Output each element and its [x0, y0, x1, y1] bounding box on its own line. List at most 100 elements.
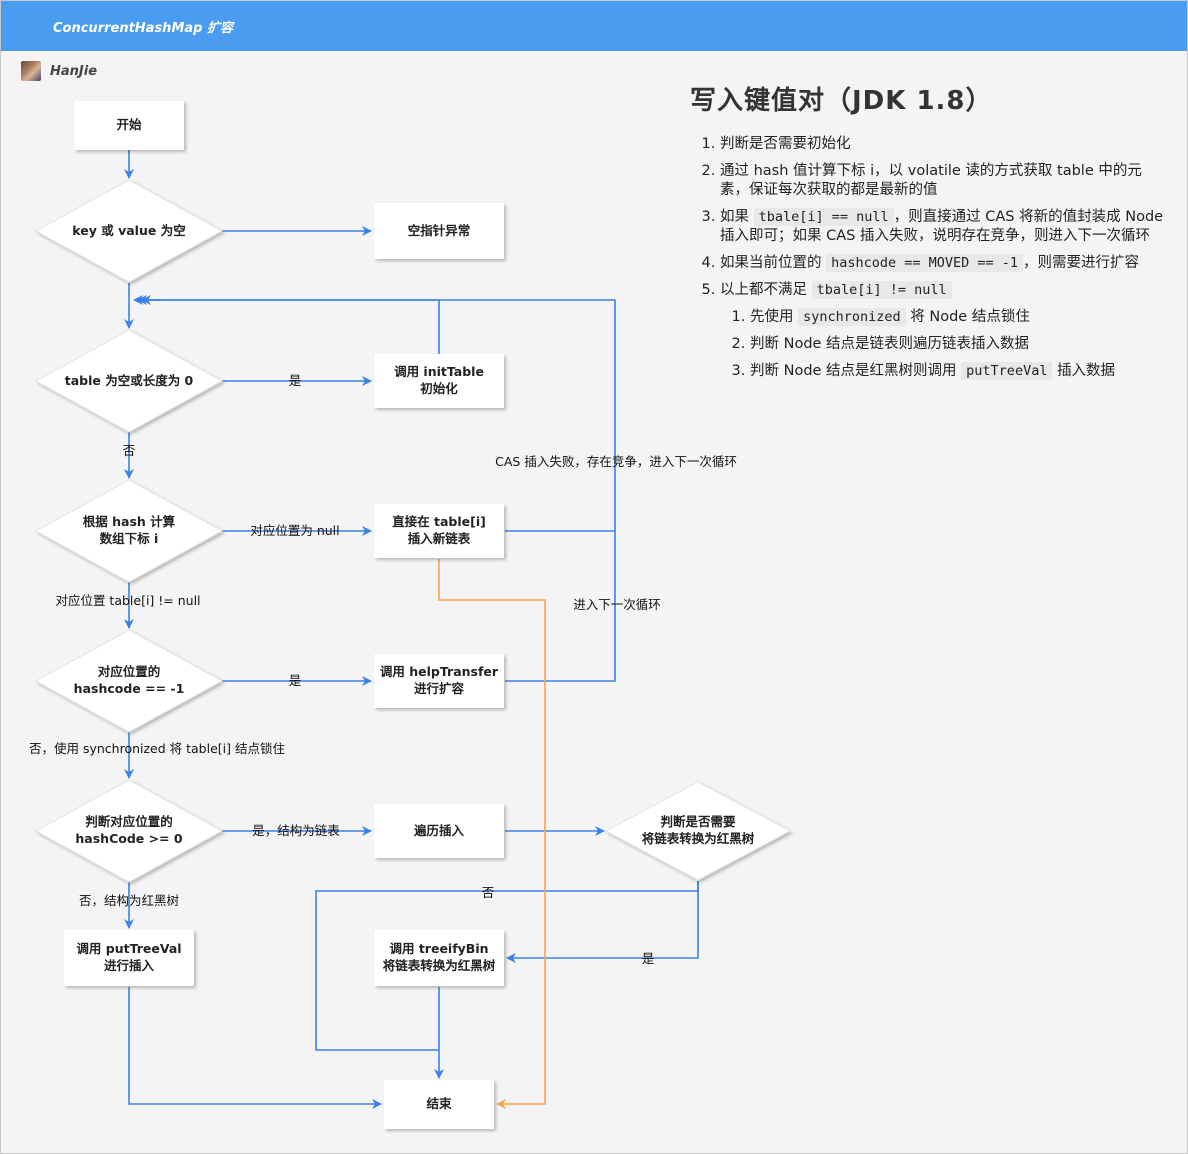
node-calc-index-label-1: 根据 hash 计算 [83, 514, 176, 529]
edge-loop-back-cas [137, 295, 616, 532]
node-insert-new-label-2: 插入新链表 [408, 531, 471, 546]
node-cond-hash-shape [34, 779, 224, 883]
note-step-4-text-a: 如果当前位置的 [720, 255, 822, 271]
label-cas-fail: CAS 插入失败，存在竞争，进入下一次循环 [495, 454, 737, 469]
node-start[interactable]: 开始 [74, 101, 184, 150]
node-help-transfer[interactable]: 调用 helpTransfer 进行扩容 [374, 654, 504, 708]
node-start-label: 开始 [116, 117, 142, 132]
node-start-shape [74, 101, 184, 150]
note-step-1: 判断是否需要初始化 [720, 135, 1170, 154]
node-cond-hash[interactable]: 判断对应位置的 hashCode >= 0 [34, 779, 224, 883]
node-insert-new-label-1: 直接在 table[i] [392, 514, 486, 529]
author-info: HanJie [21, 61, 97, 81]
note-step-2: 通过 hash 值计算下标 i，以 volatile 读的方式获取 table … [720, 162, 1170, 200]
edge-put-tree-to-end [128, 987, 382, 1109]
node-cond-hash-label-2: hashCode >= 0 [75, 831, 183, 846]
node-cond-treeify-label-1: 判断是否需要 [660, 814, 736, 829]
edge-loop-back-init [133, 295, 440, 354]
edge-labels: 是 否 对应位置为 null CAS 插入失败，存在竞争，进入下一次循环 对应位… [29, 373, 737, 966]
label-yes-moved: 是 [289, 673, 302, 688]
note-step-5-3: 判断 Node 结点是红黑树则调用 putTreeVal 插入数据 [750, 362, 1170, 381]
node-traverse-insert-shape [374, 804, 504, 858]
note-step-5-3-text-b: 插入数据 [1057, 363, 1116, 379]
note-step-5: 以上都不满足 tbale[i] != null 先使用 synchronized… [720, 281, 1170, 381]
note-step-5-substeps: 先使用 synchronized 将 Node 结点锁住 判断 Node 结点是… [720, 308, 1170, 381]
note-step-4-text-b: ，则需要进行扩容 [1023, 255, 1140, 271]
label-not-null-slot: 对应位置 table[i] != null [55, 593, 200, 608]
note-step-5-1-code: synchronized [798, 308, 906, 326]
note-step-4: 如果当前位置的 hashcode == MOVED == -1，则需要进行扩容 [720, 254, 1170, 273]
node-cond-moved-label-2: hashcode == -1 [74, 681, 185, 696]
node-put-tree-val-label-1: 调用 putTreeVal [76, 941, 181, 956]
edges [124, 150, 699, 1109]
author-name: HanJie [50, 63, 98, 79]
node-cond-treeify-label-2: 将链表转换为红黑树 [642, 831, 755, 846]
node-init-table-shape [374, 354, 504, 408]
notes-steps: 判断是否需要初始化 通过 hash 值计算下标 i，以 volatile 读的方… [690, 135, 1170, 381]
node-npe-label: 空指针异常 [408, 223, 471, 238]
node-help-transfer-shape [374, 654, 504, 708]
label-yes-list: 是，结构为链表 [252, 823, 340, 838]
node-end-label: 结束 [426, 1096, 452, 1111]
node-cond-table-empty-label: table 为空或长度为 0 [65, 373, 194, 388]
node-npe[interactable]: 空指针异常 [374, 203, 504, 259]
note-step-5-1: 先使用 synchronized 将 Node 结点锁住 [750, 308, 1170, 327]
node-cond-null-label: key 或 value 为空 [72, 223, 185, 238]
node-cond-table-empty-shape [34, 329, 224, 433]
node-traverse-insert-label: 遍历插入 [413, 823, 465, 838]
note-step-3: 如果 tbale[i] == null，则直接通过 CAS 将新的值封装成 No… [720, 208, 1170, 246]
note-step-1-text: 判断是否需要初始化 [720, 136, 851, 152]
node-insert-new-shape [374, 504, 504, 558]
note-step-5-3-text-a: 判断 Node 结点是红黑树则调用 [750, 363, 957, 379]
node-end-shape [384, 1080, 494, 1129]
node-cond-moved-shape [34, 629, 224, 733]
avatar [21, 61, 41, 81]
edge-insert-new-to-end [438, 559, 546, 1109]
note-step-5-1-text-a: 先使用 [750, 309, 794, 325]
node-help-transfer-label-1: 调用 helpTransfer [380, 664, 499, 679]
label-next-loop: 进入下一次循环 [573, 597, 661, 612]
notes-panel: 写入键值对（JDK 1.8） 判断是否需要初始化 通过 hash 值计算下标 i… [690, 80, 1170, 389]
label-null-slot: 对应位置为 null [250, 523, 339, 538]
node-cond-table-empty[interactable]: table 为空或长度为 0 [34, 329, 224, 433]
label-no-init: 否 [123, 443, 136, 458]
node-cond-null-shape [34, 179, 224, 283]
node-calc-index-label-2: 数组下标 i [99, 531, 159, 546]
node-treeify-bin[interactable]: 调用 treeifyBin 将链表转换为红黑树 [374, 930, 504, 986]
node-cond-moved[interactable]: 对应位置的 hashcode == -1 [34, 629, 224, 733]
node-traverse-insert[interactable]: 遍历插入 [374, 804, 504, 858]
label-yes-init: 是 [289, 373, 302, 388]
note-step-5-2: 判断 Node 结点是链表则遍历链表插入数据 [750, 335, 1170, 354]
label-yes-treeify: 是 [642, 951, 655, 966]
note-step-5-code: tbale[i] != null [811, 281, 952, 299]
note-step-5-text: 以上都不满足 [720, 282, 807, 298]
node-cond-null[interactable]: key 或 value 为空 [34, 179, 224, 283]
node-end[interactable]: 结束 [384, 1080, 494, 1129]
label-no-tree: 否，结构为红黑树 [79, 893, 179, 908]
node-treeify-bin-shape [374, 930, 504, 986]
notes-title: 写入键值对（JDK 1.8） [690, 86, 993, 116]
node-treeify-bin-label-2: 将链表转换为红黑树 [383, 958, 496, 973]
edge-loop-back-help [505, 531, 616, 682]
note-step-5-3-code: putTreeVal [961, 362, 1053, 380]
window-title: ConcurrentHashMap 扩容 [53, 21, 233, 36]
node-calc-index[interactable]: 根据 hash 计算 数组下标 i [34, 479, 224, 583]
note-step-3-text-a: 如果 [720, 209, 749, 225]
note-step-3-code: tbale[i] == null [753, 208, 894, 226]
title-bar: ConcurrentHashMap 扩容 [1, 1, 1187, 51]
node-put-tree-val-label-2: 进行插入 [104, 958, 155, 973]
node-init-table[interactable]: 调用 initTable 初始化 [374, 354, 504, 408]
edge-cond-treeify-no [315, 881, 699, 1051]
node-init-table-label-2: 初始化 [420, 381, 458, 396]
node-insert-new[interactable]: 直接在 table[i] 插入新链表 [374, 504, 504, 558]
label-no-treeify: 否 [482, 885, 495, 900]
label-no-moved: 否，使用 synchronized 将 table[i] 结点锁住 [29, 741, 286, 756]
node-put-tree-val[interactable]: 调用 putTreeVal 进行插入 [64, 930, 194, 986]
node-calc-index-shape [34, 479, 224, 583]
note-step-3-text-b: ，则直接通过 CAS 将新的值封装成 Node 插入即可；如果 CAS 插入失败… [720, 209, 1164, 244]
node-cond-treeify[interactable]: 判断是否需要 将链表转换为红黑树 [604, 781, 792, 881]
note-step-5-2-text: 判断 Node 结点是链表则遍历链表插入数据 [750, 336, 1030, 352]
node-cond-hash-label-1: 判断对应位置的 [85, 814, 173, 829]
